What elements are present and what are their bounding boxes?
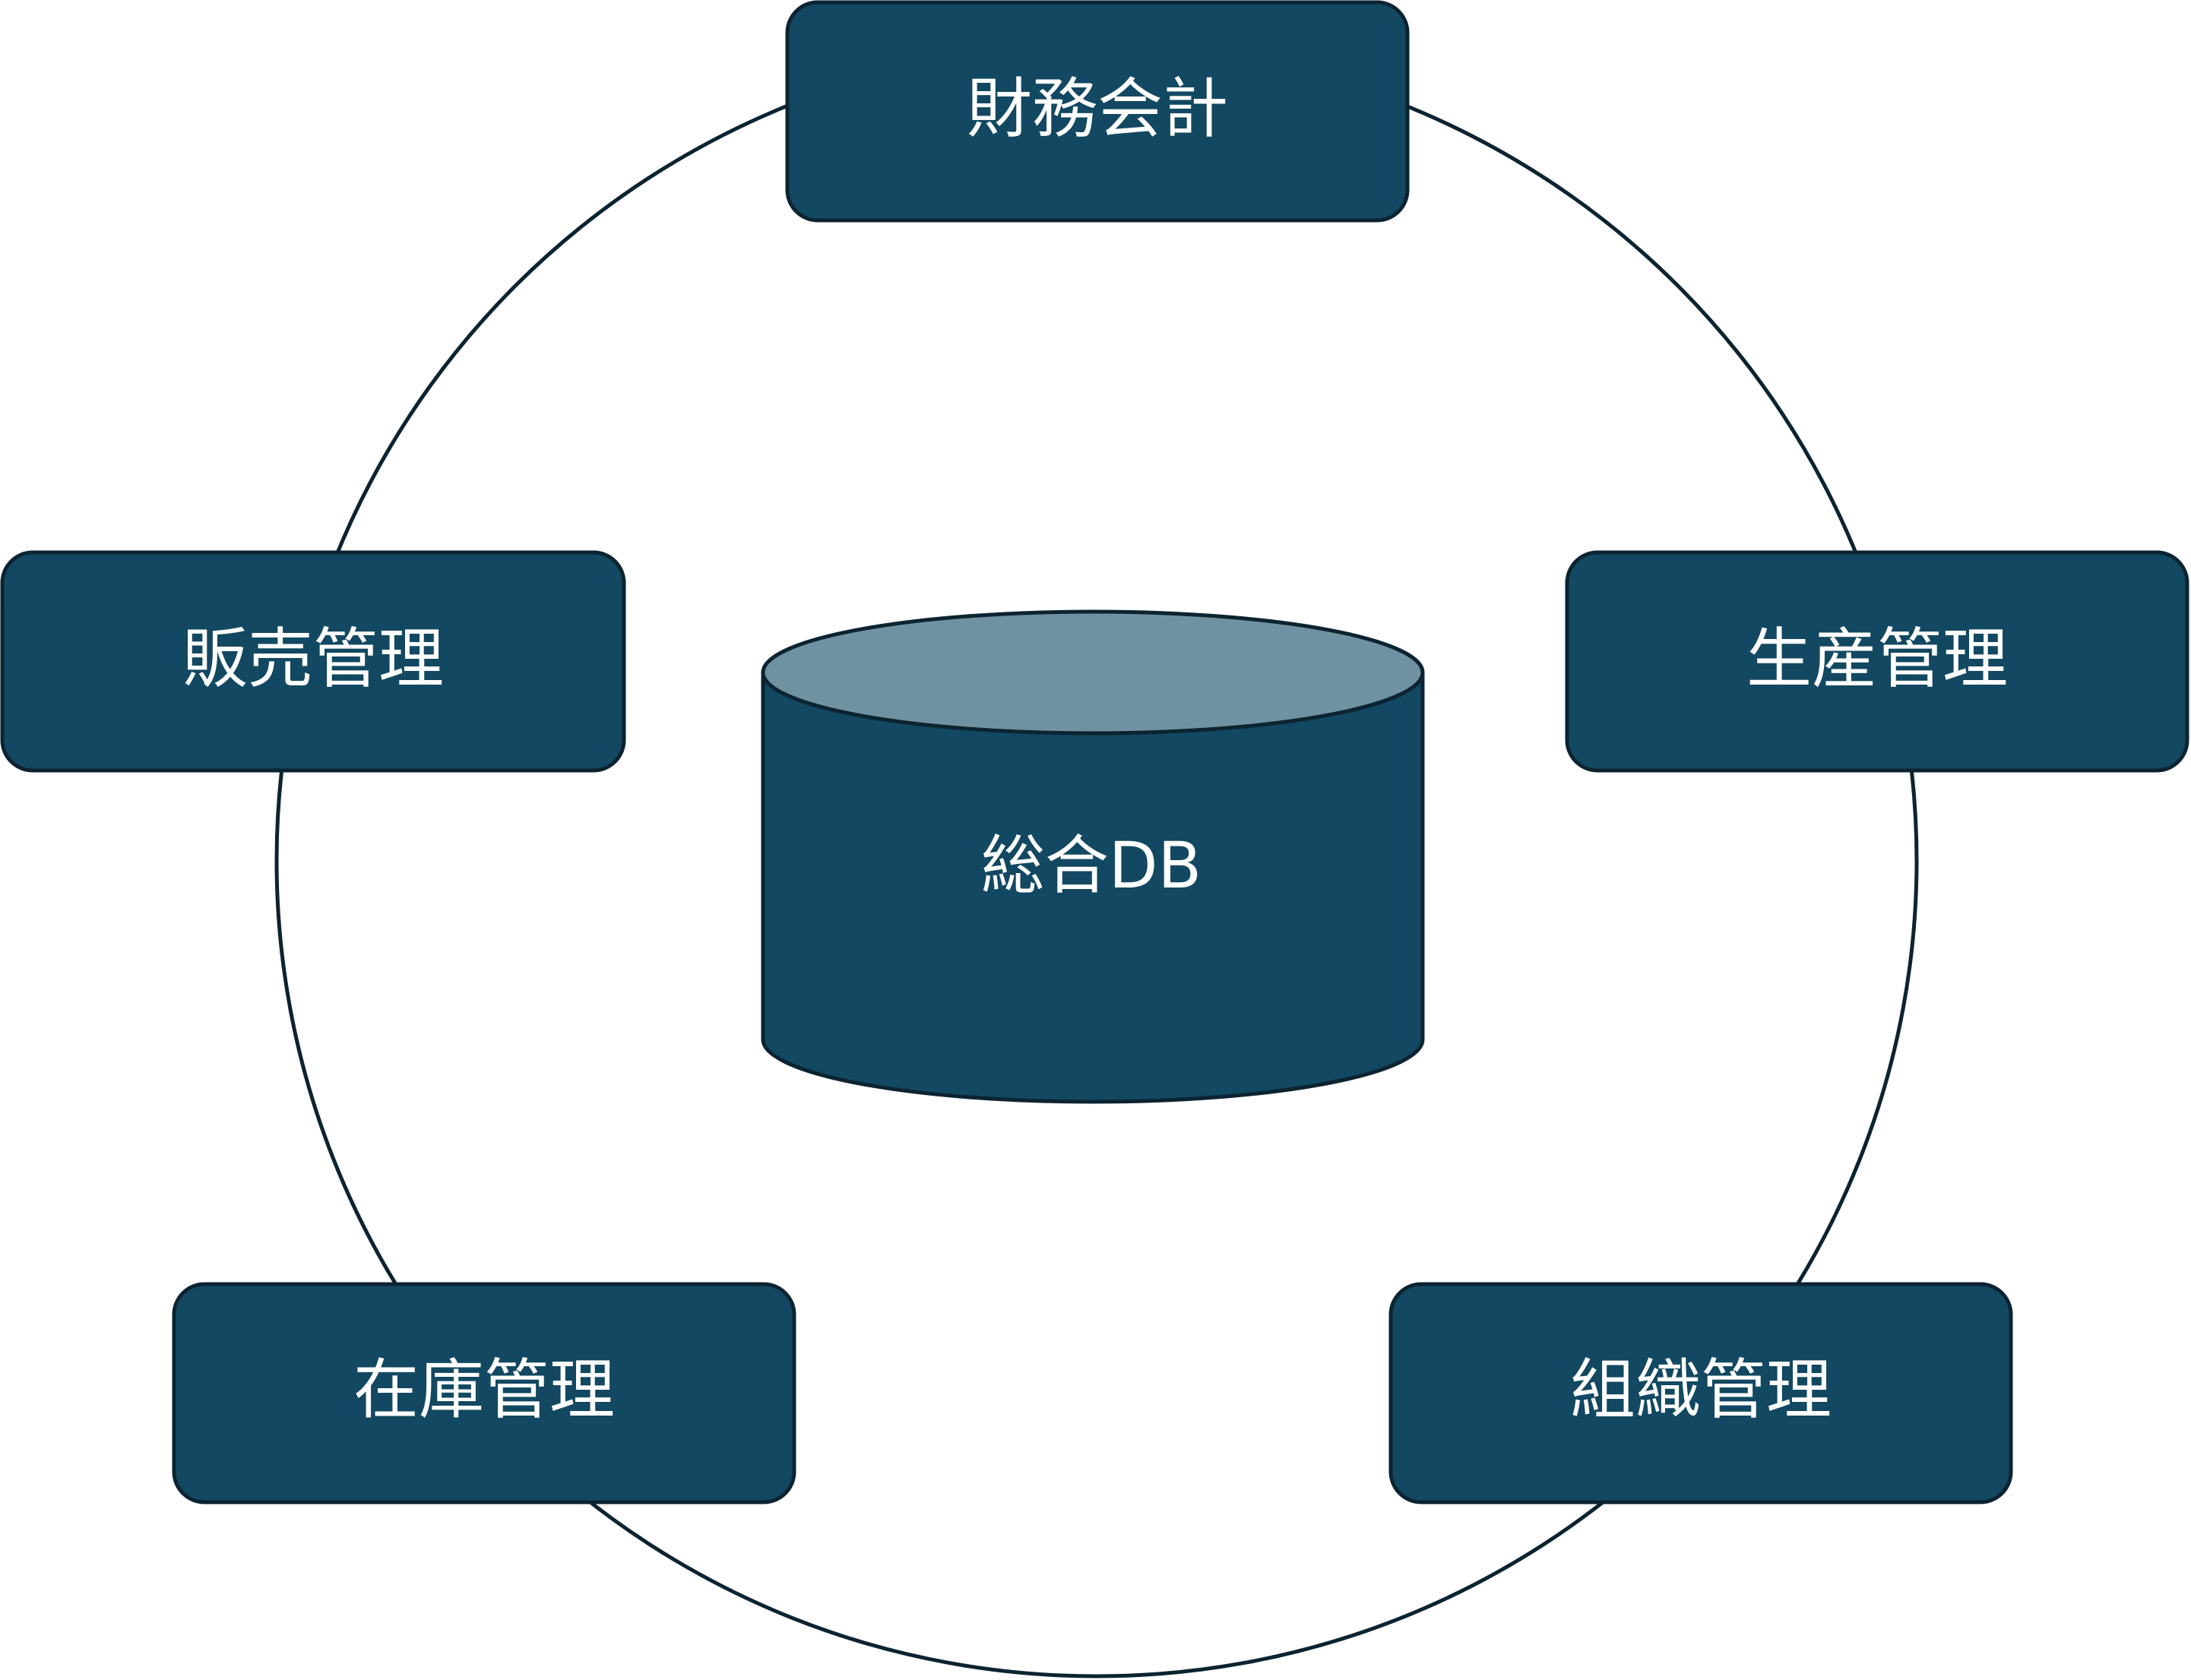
node-inventory[interactable]: 在庫管理 — [172, 1282, 796, 1504]
node-production-box — [1565, 550, 2189, 773]
node-sales-box — [0, 550, 626, 773]
node-production[interactable]: 生産管理 — [1565, 550, 2189, 773]
node-finance-label: 財務会計 — [967, 71, 1228, 147]
database-label: 総合DB — [981, 828, 1202, 903]
node-sales-label: 販売管理 — [182, 621, 444, 697]
node-finance-box — [785, 0, 1410, 223]
node-inventory-label: 在庫管理 — [353, 1352, 615, 1428]
node-inventory-box — [172, 1282, 796, 1504]
node-organization-label: 組織管理 — [1570, 1352, 1832, 1428]
node-organization[interactable]: 組織管理 — [1388, 1282, 2013, 1504]
node-production-label: 生産管理 — [1746, 621, 2008, 697]
node-finance[interactable]: 財務会計 — [785, 0, 1410, 223]
database-top — [761, 609, 1425, 736]
node-organization-box — [1388, 1282, 2013, 1504]
central-database[interactable]: 総合DB — [761, 609, 1425, 1104]
node-sales[interactable]: 販売管理 — [0, 550, 626, 773]
database-body — [761, 672, 1425, 1104]
